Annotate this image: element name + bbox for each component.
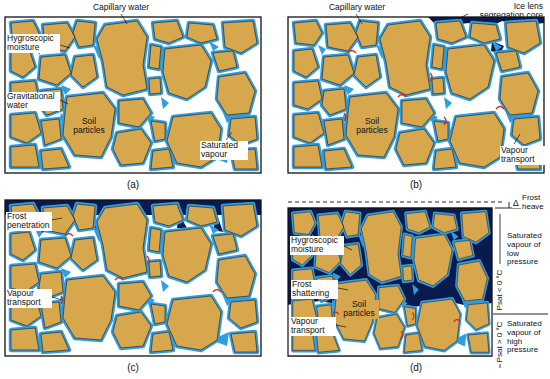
illustration-part — [356, 14, 362, 24]
frost-label: Frost penetration — [6, 212, 52, 231]
illustration-part — [52, 297, 62, 300]
particle-label: Soil particles — [339, 300, 379, 319]
vapour-label: Vapour transport — [500, 146, 546, 165]
panel-d — [288, 208, 492, 356]
vapour-arrows — [344, 51, 504, 126]
frost-label: Frost shattering — [291, 280, 338, 299]
illustration-part — [338, 288, 348, 290]
panel-letter: (b) — [401, 179, 431, 190]
zone-bracket — [500, 214, 501, 264]
ice-label: Ice lens segregation core — [470, 2, 544, 21]
particle-label: Soil particles — [352, 117, 392, 136]
pressure-boundary — [493, 314, 548, 315]
leader-lines — [52, 14, 520, 327]
heave-bracket — [509, 202, 510, 208]
panel-letter: (a) — [118, 179, 148, 190]
water-label: Hygroscopic moisture — [290, 236, 344, 255]
vapour-label: Vapour transport — [290, 317, 336, 336]
panel-letter: (d) — [401, 362, 431, 373]
illustration-part — [121, 14, 127, 24]
water-label: Capillary water — [82, 3, 160, 12]
particle-label: Soil particles — [69, 117, 109, 136]
temperature-label: Psat > 0 °C — [496, 321, 505, 364]
heave-label: Frost heave — [521, 194, 548, 212]
panel-border — [5, 17, 261, 173]
panel-c — [5, 200, 261, 356]
vapour-label: Saturated vapour — [200, 141, 248, 160]
panel-ground — [5, 17, 261, 173]
illustration-part — [60, 100, 68, 104]
illustration-part — [60, 45, 70, 48]
panel-a — [5, 17, 261, 173]
vapour-label: Vapour transport — [6, 289, 52, 308]
pressure-label: Saturated vapour of high pressure — [506, 320, 548, 355]
vapour-arrows — [61, 234, 221, 305]
panel-letter: (c) — [118, 362, 148, 373]
panel-ground — [288, 208, 492, 356]
heave-line — [288, 202, 505, 203]
illustration-part — [52, 218, 62, 220]
panel-border — [288, 208, 492, 356]
panel-border — [5, 200, 261, 356]
illustration-part — [336, 325, 346, 327]
water-label: Gravitational water — [6, 92, 60, 111]
zone-bracket — [500, 364, 501, 368]
pressure-label: Saturated vapour of low pressure — [506, 232, 548, 267]
illustration-part — [226, 132, 232, 140]
panel-ground — [5, 200, 261, 356]
temperature-label: Psat < 0 °C — [496, 269, 505, 312]
water-label: Capillary water — [318, 3, 396, 12]
illustration-part — [344, 246, 352, 250]
illustration-part — [514, 134, 520, 144]
illustration-part — [458, 14, 468, 19]
water-label: Hygroscopic moisture — [6, 34, 60, 53]
